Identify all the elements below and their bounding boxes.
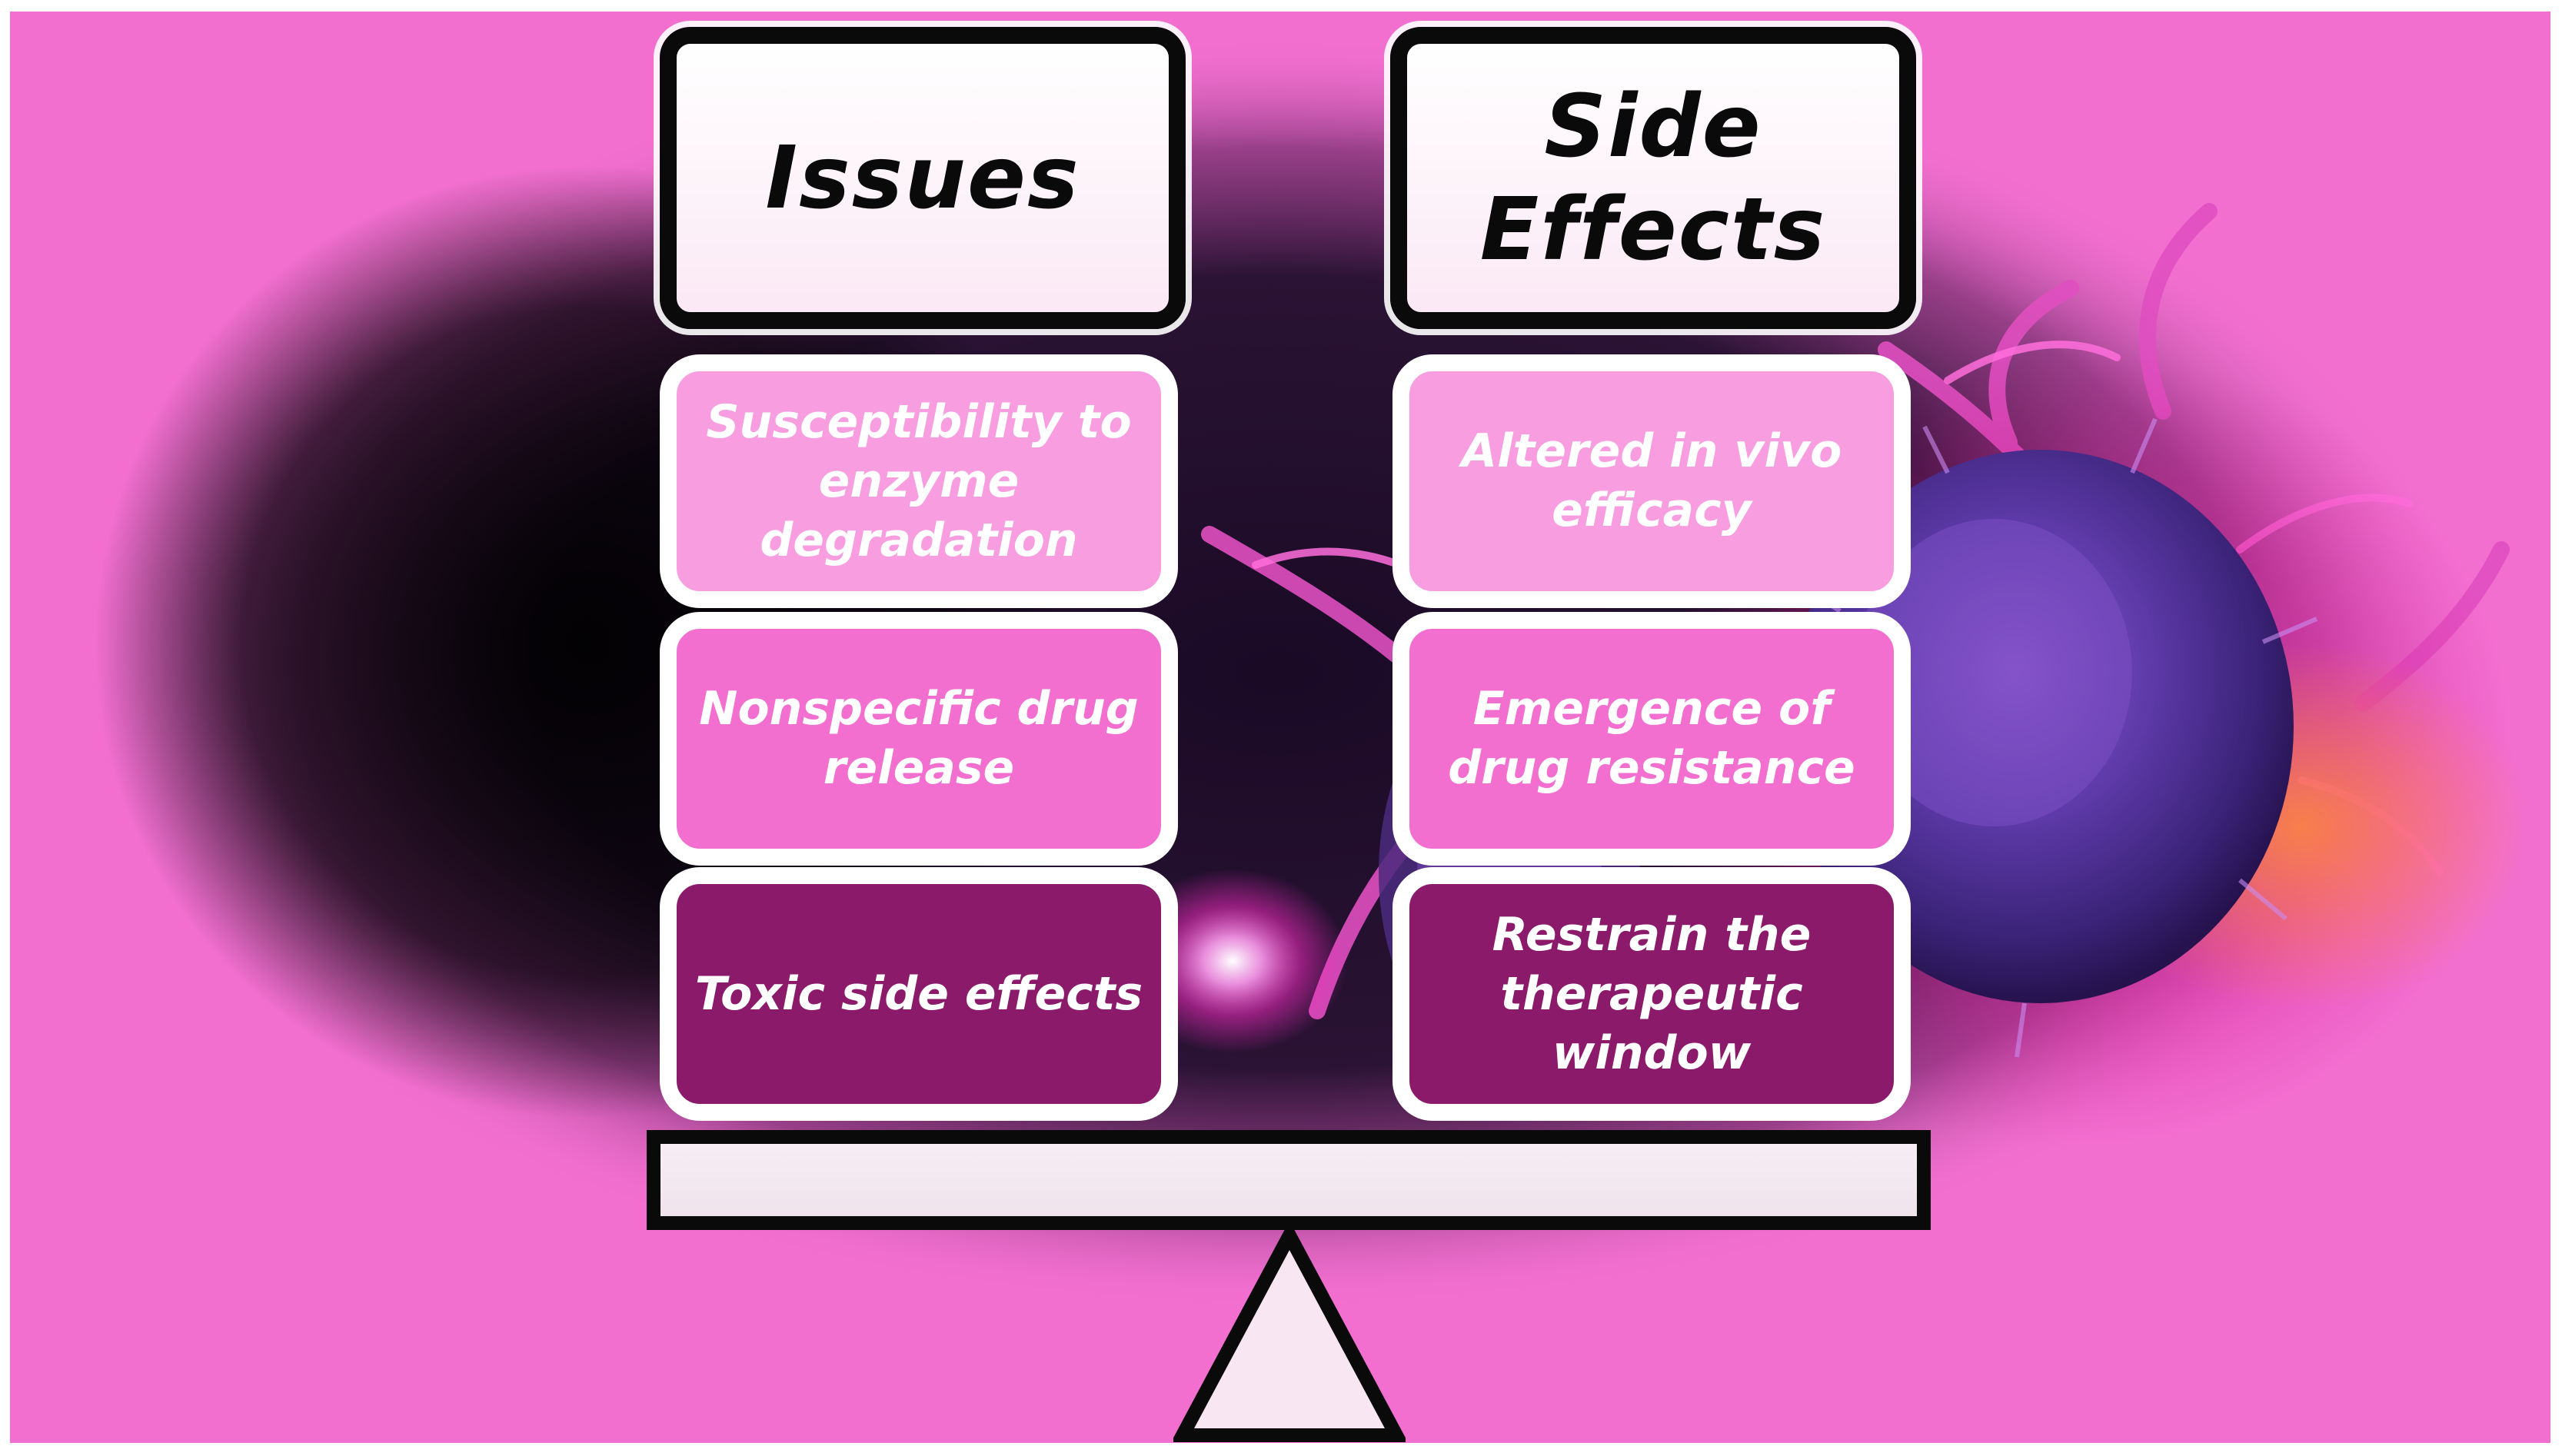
side-effect-item-2: Emergence of drug resistance (1392, 612, 1911, 866)
side-effect-item-3: Restrain the therapeutic window (1392, 867, 1911, 1121)
side-effects-header-line1: Side (1544, 76, 1762, 177)
side-effect-item-1-text: Altered in vivo efficacy (1461, 424, 1842, 537)
balance-beam (647, 1130, 1931, 1230)
issues-header: Issues (660, 27, 1186, 329)
issue-item-1: Susceptibility to enzyme degradation (660, 354, 1178, 608)
issue-item-2: Nonspecific drug release (660, 612, 1178, 866)
side-effects-header: Side Effects (1390, 27, 1916, 329)
side-effect-item-2-text: Emergence of drug resistance (1448, 682, 1855, 795)
side-effect-item-3-text: Restrain the therapeutic window (1492, 907, 1812, 1080)
issue-item-1-text: Susceptibility to enzyme degradation (706, 394, 1132, 567)
issue-item-3: Toxic side effects (660, 867, 1178, 1121)
side-effects-header-line2: Effects (1479, 179, 1827, 280)
side-effect-item-1: Altered in vivo efficacy (1392, 354, 1911, 608)
issue-item-3-text: Toxic side effects (694, 966, 1143, 1021)
issue-item-2-text: Nonspecific drug release (699, 682, 1139, 795)
issues-header-text: Issues (765, 128, 1080, 228)
triangle-fulcrum (1173, 1226, 1406, 1442)
diagram-canvas: Issues Susceptibility to enzyme degradat… (10, 12, 2550, 1443)
